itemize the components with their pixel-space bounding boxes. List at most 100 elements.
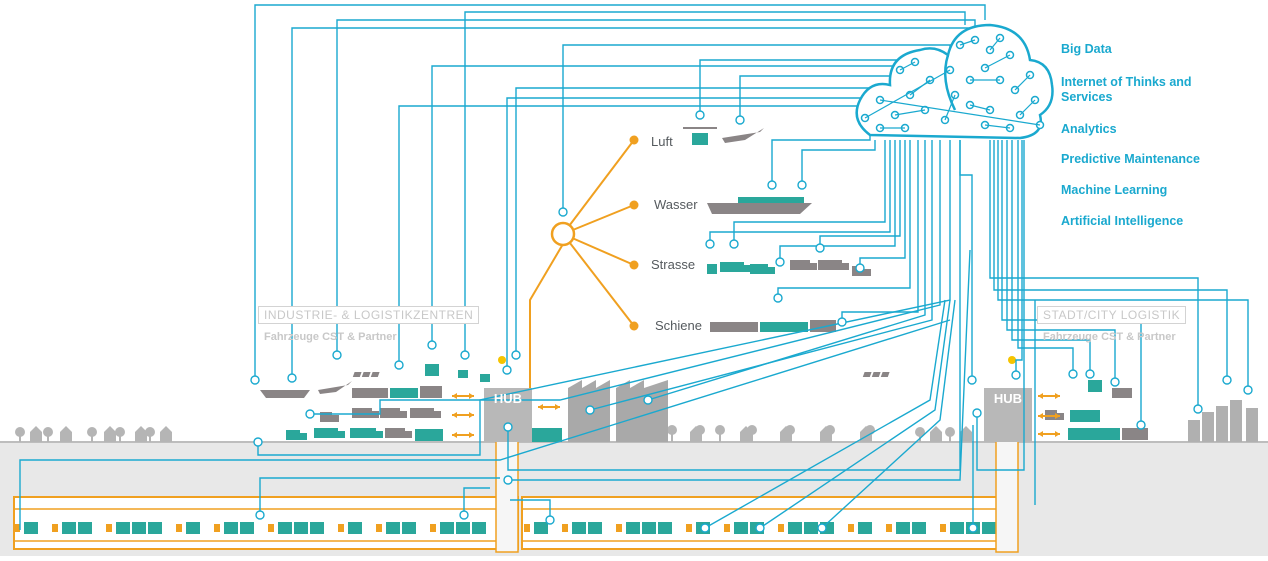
mode-dot-3 xyxy=(629,321,639,331)
network-line-22 xyxy=(989,140,1199,409)
network-line-28 xyxy=(1017,140,1074,374)
network-line-14 xyxy=(733,140,886,244)
network-line-33 xyxy=(310,140,941,415)
skyline xyxy=(15,425,972,442)
mode-spoke-0 xyxy=(562,139,635,235)
left-zone-title: INDUSTRIE- & LOGISTIKZENTREN xyxy=(258,306,480,324)
network-node-42 xyxy=(503,475,513,485)
network-node-11 xyxy=(767,180,777,190)
network-line-0 xyxy=(254,4,986,380)
mode-label-water: Wasser xyxy=(654,197,698,212)
cloud-link-24 xyxy=(984,124,1011,129)
network-node-29 xyxy=(1011,370,1021,380)
tram-icon xyxy=(1068,428,1120,440)
network-node-18 xyxy=(773,293,783,303)
cloud-link-8 xyxy=(959,39,976,46)
train-small-1 xyxy=(352,388,388,398)
cloud-link-0 xyxy=(899,61,916,71)
network-node-6 xyxy=(511,350,521,360)
network-line-42 xyxy=(821,299,956,529)
network-node-14 xyxy=(729,239,739,249)
network-line-24 xyxy=(997,140,1249,390)
network-node-41 xyxy=(968,523,978,533)
cargo-ship-icon xyxy=(707,203,812,214)
network-line-20 xyxy=(647,140,926,401)
network-node-8 xyxy=(558,207,568,217)
cloud-link-10 xyxy=(989,37,1001,51)
van-small-2 xyxy=(286,430,300,440)
right-zone-title: STADT/CITY LOGISTIK xyxy=(1037,306,1187,324)
cargo-bike-icon xyxy=(1088,380,1102,392)
network-node-31 xyxy=(972,408,982,418)
network-node-13 xyxy=(705,239,715,249)
cloud-link-28 xyxy=(864,69,951,119)
network-node-40 xyxy=(817,523,827,533)
mode-label-road: Strasse xyxy=(651,257,696,272)
plane-small-icon xyxy=(318,381,352,394)
network-node-4 xyxy=(460,350,470,360)
mode-label-rail: Schiene xyxy=(655,318,702,333)
cloud-link-22 xyxy=(944,94,956,121)
network-node-21 xyxy=(585,405,595,415)
mode-hub-circle xyxy=(550,221,576,247)
network-node-10 xyxy=(735,115,745,125)
network-node-28 xyxy=(1068,369,1078,379)
cloud-link-26 xyxy=(879,99,1041,126)
network-node-19 xyxy=(837,317,847,327)
data-cloud xyxy=(855,23,1054,140)
network-node-0 xyxy=(250,375,260,385)
locomotive-icon xyxy=(810,320,836,332)
cloud-link-20 xyxy=(969,104,991,111)
network-node-33 xyxy=(305,409,315,419)
network-node-27 xyxy=(1085,369,1095,379)
cloud-link-4 xyxy=(894,109,926,116)
ship-small-icon xyxy=(260,390,310,398)
network-line-29 xyxy=(1015,140,1023,375)
network-line-18 xyxy=(777,140,911,298)
truck-small-2 xyxy=(380,408,400,418)
network-line-12 xyxy=(801,140,876,185)
cloud-inner-line xyxy=(943,54,957,111)
network-node-30 xyxy=(967,375,977,385)
cloud-link-16 xyxy=(1014,74,1031,91)
mode-spoke-1 xyxy=(562,204,635,235)
cloud-label-artificial-intelligence: Artificial Intelligence xyxy=(1061,214,1184,228)
network-line-40 xyxy=(704,299,946,529)
network-line-38 xyxy=(510,499,551,520)
network-node-2 xyxy=(332,350,342,360)
network-line-39 xyxy=(508,249,971,481)
network-line-26 xyxy=(1006,140,1116,382)
city-building-3 xyxy=(1230,400,1242,442)
network-node-23 xyxy=(1222,375,1232,385)
right-zone-subtitle: Fahrzeuge CST & Partner xyxy=(1043,331,1176,343)
bus-icon xyxy=(1122,428,1148,440)
hub-label-right: HUB xyxy=(993,391,1023,406)
exchange-arrows xyxy=(452,393,1060,438)
network-line-13 xyxy=(709,140,891,244)
rail-wagon-1 xyxy=(710,322,758,332)
city-building-4 xyxy=(1246,408,1258,442)
network-node-7 xyxy=(502,365,512,375)
hub-shaft-left xyxy=(495,423,519,553)
truck-small-1 xyxy=(352,408,372,418)
network-node-24 xyxy=(1243,385,1253,395)
network-node-35 xyxy=(255,510,265,520)
network-node-16 xyxy=(815,243,825,253)
hub-label-left: HUB xyxy=(493,391,523,406)
truck-icon-1 xyxy=(720,262,744,272)
cargo-pallets-1 xyxy=(415,429,443,441)
network-line-31 xyxy=(976,140,1025,471)
left-zone-subtitle: Fahrzeuge CST & Partner xyxy=(264,331,397,343)
truck-small-6 xyxy=(385,428,405,438)
drone-small-1 xyxy=(425,364,439,376)
network-line-34 xyxy=(257,140,951,456)
truck-small-3 xyxy=(410,408,434,418)
network-line-23 xyxy=(993,140,1228,380)
van-icon-1 xyxy=(750,264,768,274)
tunnel-cargo-pods xyxy=(14,522,996,534)
network-node-5 xyxy=(394,360,404,370)
sun-icon-1 xyxy=(1008,356,1016,364)
network-node-20 xyxy=(643,395,653,405)
